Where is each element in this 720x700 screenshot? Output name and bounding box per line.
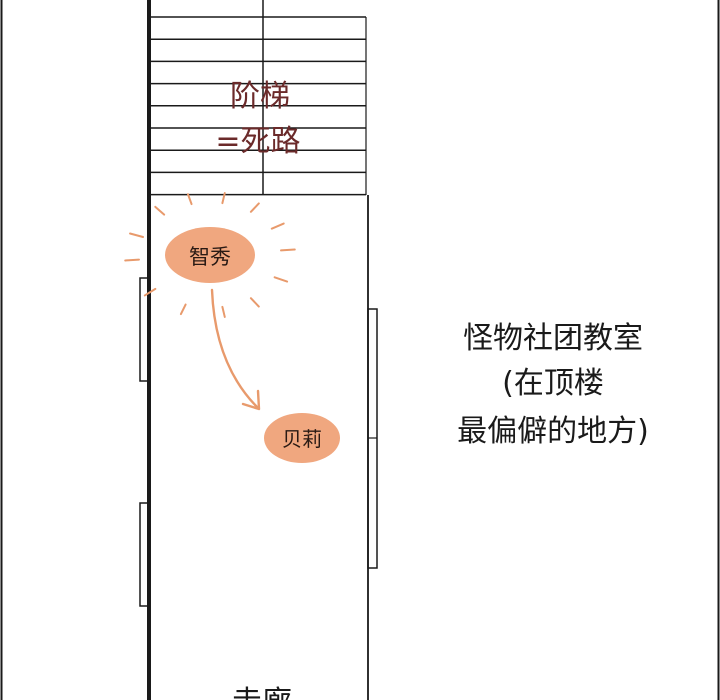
highlight-ray [129, 232, 144, 238]
character-bubble-belly: 贝莉 [264, 413, 340, 463]
highlight-ray [280, 248, 296, 252]
clubroom-label: 怪物社团教室 [463, 321, 643, 356]
character-name-jisoo: 智秀 [189, 245, 231, 269]
stairs-label: 阶梯 [230, 79, 290, 114]
highlight-ray [270, 222, 285, 230]
highlight-ray [186, 193, 193, 206]
character-name-belly: 贝莉 [282, 427, 322, 451]
hallway-left-wall [139, 0, 151, 700]
hallway-right-wall [367, 195, 378, 700]
highlight-ray [249, 202, 260, 213]
clubroom-location-detail: 最偏僻的地方) [457, 414, 649, 449]
highlight-ray [221, 305, 226, 318]
movement-arrow [210, 288, 261, 411]
highlight-ray [143, 287, 157, 297]
highlight-ray [154, 205, 166, 216]
highlight-ray [124, 258, 140, 262]
clubroom-location: (在顶楼 [502, 366, 604, 401]
stair-steps [151, 16, 367, 196]
staircase [151, 0, 367, 196]
dead-end-label: =死路 [215, 124, 300, 159]
highlight-ray [221, 192, 226, 205]
highlight-ray [179, 303, 187, 316]
hallway-label: 走廊 [232, 685, 292, 700]
highlight-rays [124, 192, 296, 318]
left-door-lower [139, 502, 150, 607]
highlight-ray [249, 297, 260, 308]
left-door-upper [139, 277, 150, 382]
highlight-ray [273, 276, 289, 283]
character-bubble-jisoo: 智秀 [165, 227, 255, 283]
